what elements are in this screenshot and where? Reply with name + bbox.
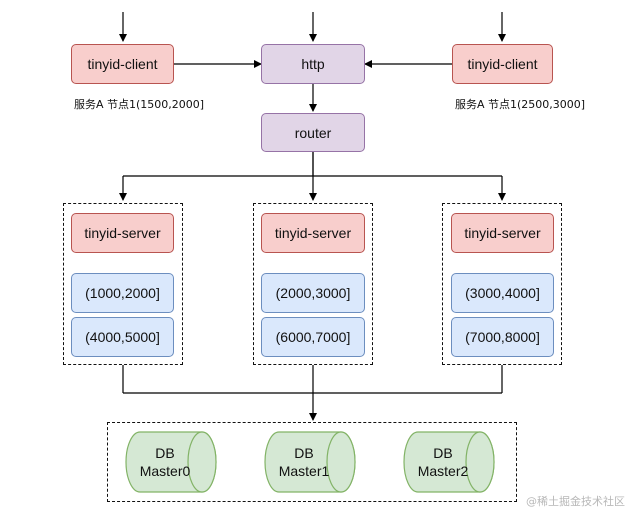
- db-label-1: DB Master1: [264, 444, 344, 480]
- server-middle-range-1: (6000,7000]: [261, 317, 365, 357]
- server-group-right: [442, 203, 562, 365]
- server-node-middle: tinyid-server: [261, 213, 365, 253]
- server-node-right: tinyid-server: [451, 213, 554, 253]
- router-node: router: [261, 113, 365, 152]
- db-1-line1: DB: [294, 445, 314, 461]
- server-left-range-1: (4000,5000]: [71, 317, 174, 357]
- server-right-range-0: (3000,4000]: [451, 273, 554, 313]
- db-2-line2: Master2: [417, 463, 469, 479]
- db-group: [107, 422, 517, 502]
- db-cylinder-1: [264, 431, 356, 493]
- server-group-left: [63, 203, 183, 365]
- db-cylinder-2: [403, 431, 495, 493]
- db-1-line2: Master1: [278, 463, 330, 479]
- db-2-line1: DB: [433, 445, 453, 461]
- client-note-right: 服务A 节点1(2500,3000]: [455, 98, 586, 111]
- server-middle-range-0: (2000,3000]: [261, 273, 365, 313]
- client-note-left: 服务A 节点1(1500,2000]: [74, 98, 205, 111]
- client-node-left: tinyid-client: [71, 44, 174, 84]
- db-label-0: DB Master0: [125, 444, 205, 480]
- server-right-range-1: (7000,8000]: [451, 317, 554, 357]
- db-cylinder-0: [125, 431, 217, 493]
- server-group-middle: [253, 203, 373, 365]
- db-label-2: DB Master2: [403, 444, 483, 480]
- server-node-left: tinyid-server: [71, 213, 174, 253]
- watermark: @稀土掘金技术社区: [526, 495, 625, 508]
- server-left-range-0: (1000,2000]: [71, 273, 174, 313]
- client-node-right: tinyid-client: [452, 44, 553, 84]
- http-node: http: [261, 44, 365, 84]
- db-0-line1: DB: [155, 445, 175, 461]
- db-0-line2: Master0: [139, 463, 191, 479]
